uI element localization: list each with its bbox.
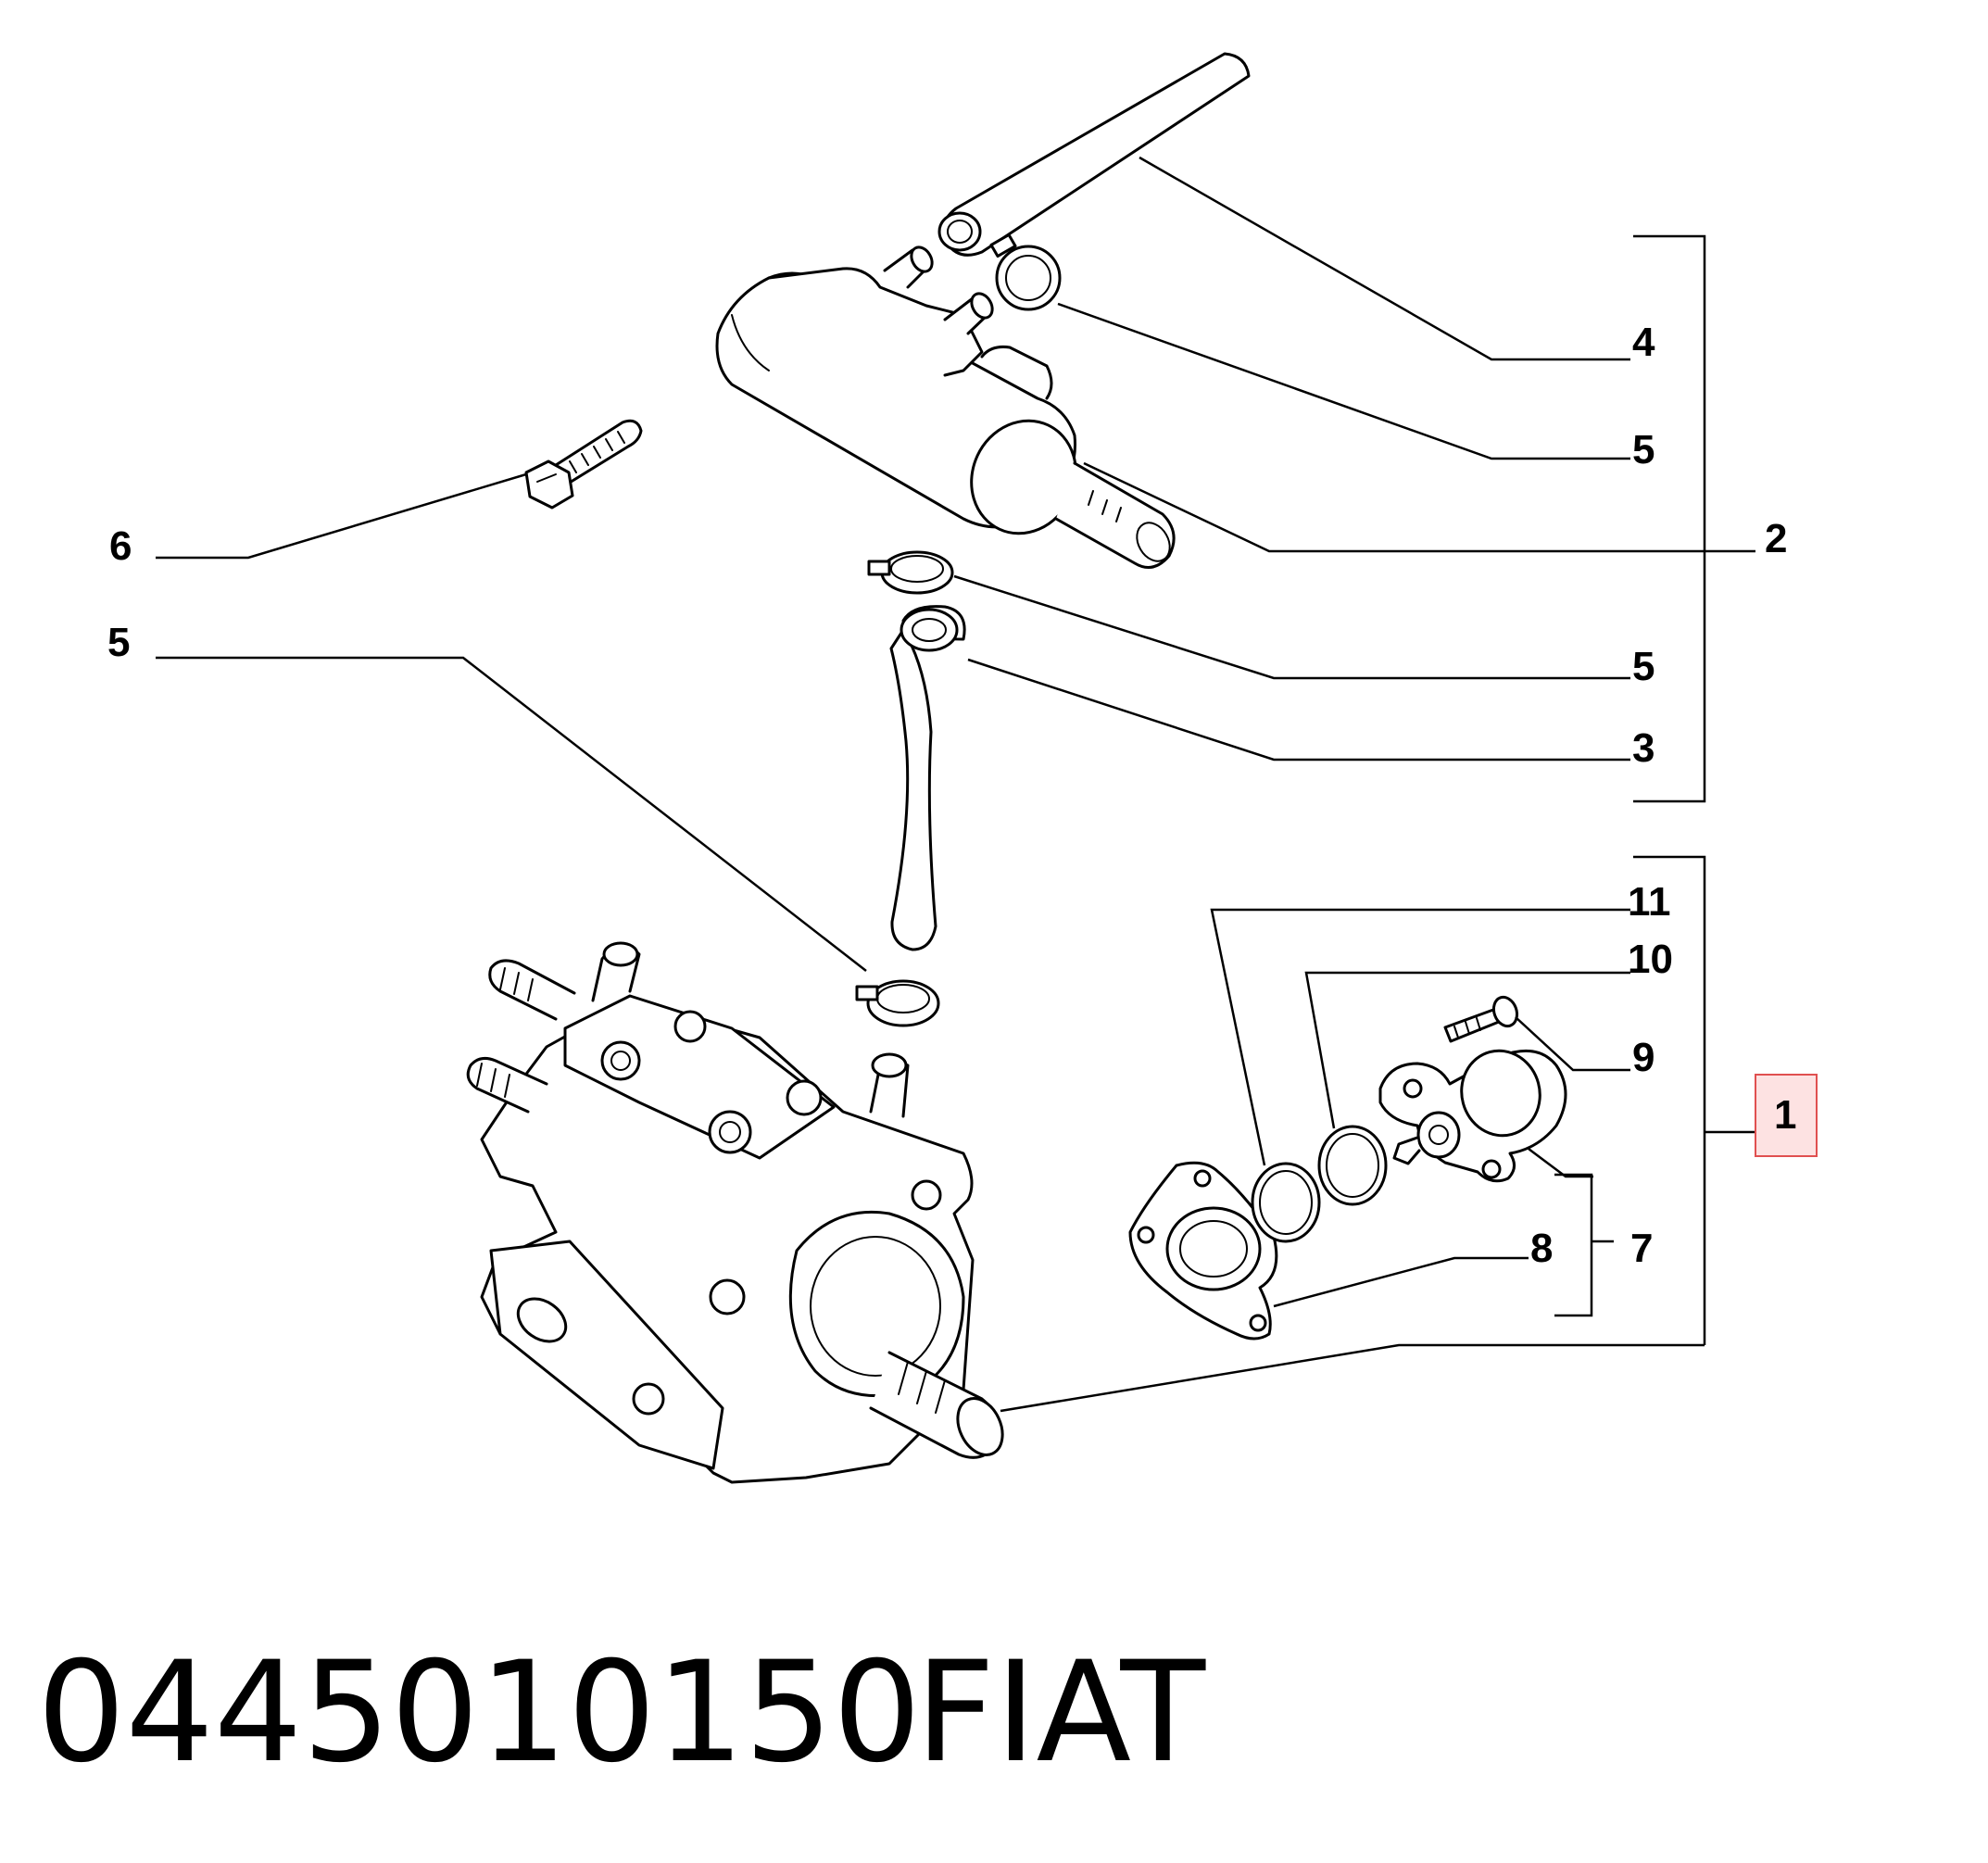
callout-1-box bbox=[1755, 1074, 1818, 1157]
part-number: 0445010150 bbox=[37, 1632, 921, 1794]
callout-9: 9 bbox=[1632, 1035, 1655, 1080]
brand-name: FIAT bbox=[915, 1632, 1206, 1794]
o-ring-large bbox=[1251, 1162, 1321, 1243]
fuel-filter-housing bbox=[715, 245, 1176, 569]
callout-5-left: 5 bbox=[107, 620, 130, 665]
gasket-plate bbox=[1128, 1161, 1278, 1341]
callout-5-middle: 5 bbox=[1632, 644, 1655, 689]
small-screw bbox=[1443, 995, 1519, 1043]
hose-clamp-upper bbox=[989, 233, 1062, 311]
callout-10: 10 bbox=[1628, 937, 1673, 982]
callout-8: 8 bbox=[1530, 1226, 1553, 1271]
bolt bbox=[524, 419, 643, 510]
callout-1-highlight[interactable]: 1 bbox=[1755, 1074, 1818, 1157]
callout-5-upper: 5 bbox=[1632, 427, 1655, 472]
straight-hose bbox=[937, 52, 1251, 257]
curved-hose bbox=[889, 605, 966, 951]
callout-7: 7 bbox=[1630, 1226, 1653, 1271]
high-pressure-pump bbox=[466, 941, 1004, 1484]
callout-6: 6 bbox=[109, 523, 132, 569]
callout-1: 1 bbox=[1774, 1092, 1796, 1138]
callout-11: 11 bbox=[1628, 879, 1671, 925]
callout-4: 4 bbox=[1632, 320, 1655, 365]
leader-lines bbox=[156, 156, 1755, 1413]
pressure-regulator-valve bbox=[1378, 1049, 1567, 1183]
hose-clamp-middle bbox=[867, 550, 954, 595]
o-ring-small bbox=[1317, 1125, 1388, 1206]
callout-3: 3 bbox=[1632, 725, 1655, 771]
callout-2: 2 bbox=[1765, 516, 1787, 561]
hose-clamp-lower bbox=[855, 979, 940, 1027]
